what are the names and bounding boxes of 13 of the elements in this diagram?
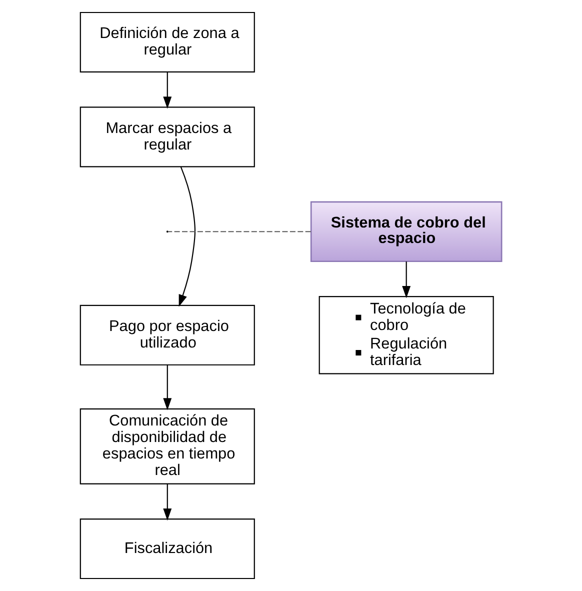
arrow	[402, 262, 411, 298]
node-box: Definición de zona a regular	[80, 12, 255, 73]
arrow	[178, 166, 196, 307]
connector	[168, 231, 311, 232]
arrow	[163, 72, 172, 109]
node-box: Tecnología de cobro Regulación tarifaria	[318, 296, 494, 374]
arrow	[163, 484, 172, 521]
node-box: Marcar espacios a regular	[80, 106, 255, 168]
node-box: Pago por espacio utilizado	[80, 304, 255, 366]
node-box: Comunicación de disponibilidad de espacios en tiempo real	[80, 408, 255, 484]
node-box: Sistema de cobro del espacio	[310, 201, 502, 262]
arrow	[163, 364, 172, 410]
node-box: Fiscalización	[80, 518, 255, 580]
